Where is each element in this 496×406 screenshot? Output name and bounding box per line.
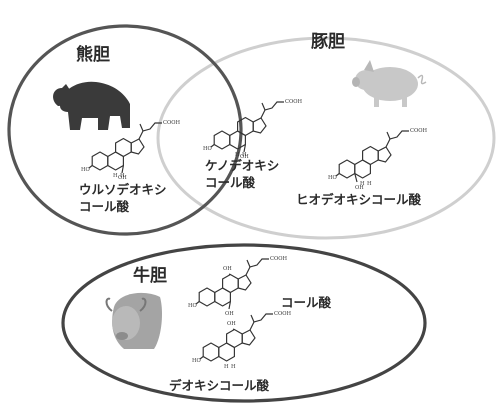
hydroxyl-label: OH — [240, 154, 249, 160]
carboxyl-label: COOH — [410, 128, 427, 134]
hydroxyl-label: HO — [203, 146, 212, 152]
steroid-ring — [115, 137, 132, 158]
bear-body-shape — [60, 81, 130, 130]
hydroxyl-label: OH — [227, 321, 236, 327]
compound-label-line: ウルソデオキシ — [79, 182, 167, 197]
bond — [88, 165, 93, 169]
hydrogen-label: H — [360, 181, 365, 187]
bond — [195, 301, 200, 305]
side-chain — [250, 314, 255, 323]
side-chain — [261, 102, 266, 111]
ursodeoxycholic-acid-label: ウルソデオキシ コール酸 — [79, 181, 167, 215]
steroid-ring — [226, 328, 243, 349]
ox-muzzle-shape — [116, 332, 128, 340]
compound-label-line: コール酸 — [281, 295, 332, 310]
pig-ear-shape — [364, 60, 374, 72]
hydroxyl-label: OH — [355, 185, 364, 191]
hydrogen-label: H — [224, 364, 229, 370]
bond — [232, 328, 235, 331]
steroid-ring — [91, 151, 109, 171]
compound-label-line: コール酸 — [205, 175, 256, 190]
ox-head-shape — [112, 306, 140, 340]
steroid-ring — [237, 274, 252, 291]
carboxyl-label: COOH — [274, 311, 291, 317]
hydrogen-label: H — [235, 152, 240, 158]
compound-label-line: ケノデオキシ — [205, 158, 280, 173]
steroid-ring — [222, 273, 239, 294]
steroid-ring — [213, 130, 231, 150]
hydroxyl-label: OH — [118, 175, 127, 181]
side-chain — [386, 131, 391, 140]
bond — [228, 273, 231, 276]
steroid-ring — [202, 342, 220, 362]
compound-label-line: デオキシコール酸 — [169, 378, 270, 393]
steroid-ring — [362, 145, 379, 166]
steroid-ring — [198, 287, 216, 307]
pig-bile-label: 豚胆 — [311, 32, 345, 52]
steroid-ring — [241, 329, 256, 346]
bond — [199, 356, 204, 360]
steroid-ring — [377, 146, 392, 163]
bear-bile-label: 熊胆 — [76, 45, 110, 65]
ox-horn-shape — [105, 297, 147, 312]
bond — [354, 173, 358, 183]
pig-snout-shape — [352, 77, 360, 87]
steroid-ring — [252, 117, 267, 134]
side-chain — [138, 122, 162, 140]
cholic-acid-structure: COOH HO OH OH — [188, 256, 287, 317]
ox-bile-circle — [61, 243, 427, 403]
hydroxyl-label: OH — [223, 266, 232, 272]
pig-head-shape — [355, 70, 377, 90]
ox-bile-label: 牛胆 — [133, 266, 167, 286]
hydrogen-label: H — [231, 364, 236, 370]
hydroxyl-label: HO — [192, 358, 201, 364]
hydroxyl-label: OH — [225, 311, 234, 317]
bear-bile-circle — [7, 24, 243, 236]
steroid-ring — [130, 138, 145, 155]
pig-bile-circle — [156, 36, 496, 240]
compound-label-line: ヒオデオキシコール酸 — [296, 192, 422, 207]
hydrogen-label: H — [120, 173, 125, 179]
bear-head-shape — [53, 84, 72, 106]
bond — [228, 301, 231, 310]
pig-leg-shape — [402, 96, 407, 107]
hydrogen-label: H — [113, 173, 118, 179]
hydroxyl-label: HO — [188, 303, 197, 309]
steroid-ring — [338, 159, 356, 179]
side-chain — [249, 313, 273, 331]
pig-tail-shape — [417, 74, 427, 85]
side-chain — [260, 101, 284, 119]
chenodeoxycholic-acid-label: ケノデオキシ コール酸 — [205, 157, 279, 191]
side-chain — [245, 258, 269, 276]
side-chain — [246, 259, 251, 268]
hydrogen-label: H — [242, 152, 247, 158]
hyodeoxycholic-acid-label: ヒオデオキシコール酸 — [296, 191, 421, 208]
side-chain — [139, 123, 144, 132]
bear-picture — [53, 81, 130, 130]
ox-picture — [105, 292, 162, 349]
bond — [121, 165, 124, 174]
hydroxyl-label: HO — [328, 175, 337, 181]
carboxyl-label: COOH — [163, 120, 180, 126]
bond — [210, 144, 215, 148]
carboxyl-label: COOH — [285, 99, 302, 105]
side-chain — [385, 130, 409, 148]
bond — [243, 144, 246, 153]
deoxycholic-acid-label: デオキシコール酸 — [169, 377, 269, 394]
pig-picture — [352, 60, 427, 107]
compound-label-line: コール酸 — [79, 199, 130, 214]
hydrogen-label: H — [367, 181, 372, 187]
cholic-acid-label: コール酸 — [281, 294, 331, 311]
pig-leg-shape — [374, 96, 379, 107]
carboxyl-label: COOH — [270, 256, 287, 262]
pig-body-shape — [362, 67, 418, 101]
bond — [335, 173, 340, 177]
hydroxyl-label: HO — [81, 167, 90, 173]
